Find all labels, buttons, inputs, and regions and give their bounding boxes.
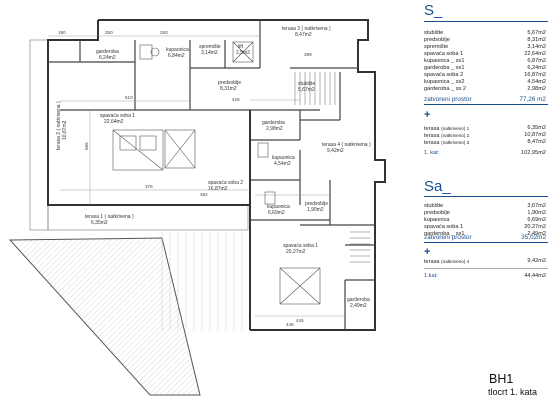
legend-divider: [424, 268, 548, 269]
drawing-title: BH1: [489, 372, 514, 386]
room-area-terasa-1: 6,35m2: [91, 220, 108, 226]
dim-label: 445: [286, 322, 294, 327]
room-area-terasa-4: 9,42m2: [327, 148, 344, 154]
room-label-garderoba-3: garderoba: [347, 297, 370, 303]
room-label-spavaca-soba-1: spavaća soba 1: [100, 113, 135, 119]
room-area-predsoblje-2: 1,90m2: [307, 207, 324, 213]
room-area-spremiste: 3,14m2: [201, 50, 218, 56]
plus-icon: +: [424, 246, 431, 258]
legend-s-heading: S_: [424, 2, 443, 19]
dim-label: 250: [160, 30, 168, 35]
room-label-lift: lift: [238, 44, 244, 50]
room-area-stubiste: 5,67m2: [298, 87, 315, 93]
dim-label: 565: [84, 142, 89, 150]
bed-1: [112, 129, 164, 171]
stairs: [294, 72, 370, 263]
room-label-spremiste: spremište: [199, 44, 221, 50]
room-area-predsoblje: 8,31m2: [220, 86, 237, 92]
room-area-kupaonica: 6,84m2: [168, 53, 185, 59]
dim-label: 426: [232, 97, 240, 102]
bathtub-icon: [139, 44, 153, 60]
wall-outer-right: [98, 19, 386, 331]
room-area-spavaca-soba-1b: 20,27m2: [286, 249, 306, 255]
deck-grid: [161, 232, 243, 330]
lift-shaft: [232, 41, 254, 63]
room-label-kupaonica-3: kupaonica: [267, 204, 290, 210]
room-area-spavaca-soba-1: 22,64m2: [104, 119, 124, 125]
legend-divider: [424, 21, 548, 22]
shower-icon: [257, 142, 269, 158]
wall-outer-left: [47, 20, 251, 330]
room-label-kupaonica-2: kupaonica: [272, 155, 295, 161]
dim-label: 180: [58, 30, 66, 35]
legend-divider: [424, 104, 548, 105]
room-label-spavaca-soba-1b: spavaća soba 1: [283, 243, 318, 249]
legend-divider: [424, 242, 548, 243]
room-label-predsoblje: predsoblje: [218, 80, 241, 86]
drawing-subtitle: tlocrt 1. kata: [488, 387, 538, 397]
room-label-terasa-3: terasa 3 ( natkrivena ): [282, 26, 331, 32]
sink-icon: [150, 47, 160, 57]
room-label-spavaca-soba-2: spavaća soba 2: [208, 180, 243, 186]
room-label-terasa-1: terasa 1 ( natkrivena ): [85, 214, 134, 220]
legend-divider: [424, 196, 548, 197]
room-label-kupaonica: kupaonica: [166, 47, 189, 53]
bed-2: [164, 129, 196, 169]
room-area-terasa-2: 10,87m2: [62, 120, 68, 140]
dim-label: 399: [304, 52, 312, 57]
room-area-garderoba: 6,24m2: [99, 55, 116, 61]
room-label-garderoba: garderoba: [96, 49, 119, 55]
bed-lower: [279, 267, 321, 305]
dim-label: 510: [125, 95, 133, 100]
room-label-terasa-4: terasa 4 ( natkrivena ): [322, 142, 371, 148]
room-label-terasa-2: terasa 2 ( natkrivena ): [56, 101, 62, 150]
dim-label: 382: [200, 192, 208, 197]
room-label-stubiste: stubište: [298, 81, 315, 87]
dim-label: 445: [296, 318, 304, 323]
room-area-garderoba-2: 2,98m2: [266, 126, 283, 132]
room-area-terasa-3: 8,47m2: [295, 32, 312, 38]
room-area-kupaonica-2: 4,54m2: [274, 161, 291, 167]
room-area-garderoba-3: 2,49m2: [350, 303, 367, 309]
legend-sa-total: 1.kat:44,44m2: [424, 273, 546, 279]
room-area-lift: 2,5m2: [236, 50, 250, 56]
room-area-spavaca-soba-2: 16,87m2: [208, 186, 228, 192]
terrace-2-outline: [29, 39, 49, 231]
legend-s-total: 1. kat:102,95m2: [424, 150, 546, 156]
legend-sa-heading: Sa_: [424, 178, 451, 195]
dim-label: 376: [145, 184, 153, 189]
room-label-garderoba-2: garderoba: [262, 120, 285, 126]
plus-icon: +: [424, 109, 431, 121]
room-label-predsoblje-2: predsoblje: [305, 201, 328, 207]
pool: [8, 237, 201, 396]
room-area-kupaonica-3: 6,69m2: [268, 210, 285, 216]
terrace-1-outline: [47, 204, 249, 231]
floor-plan: terasa 3 ( natkrivena ) 8,47m2 garderoba…: [8, 19, 386, 396]
toilet-icon: [264, 191, 276, 205]
dim-label: 250: [105, 30, 113, 35]
